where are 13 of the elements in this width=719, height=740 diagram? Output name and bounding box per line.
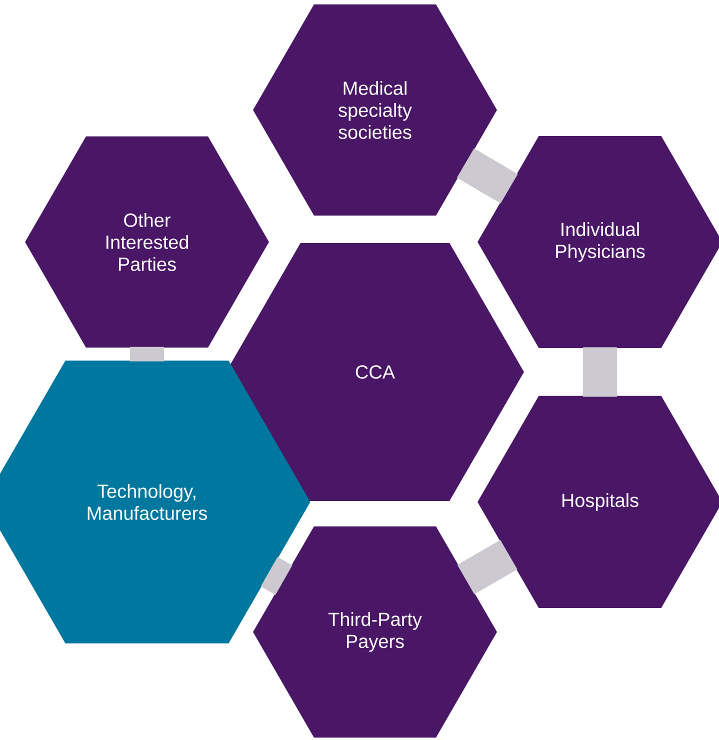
node-label: CCA [356, 365, 395, 379]
hexagon: Other Interested Parties [25, 136, 269, 348]
hexagon: Technology, Manufacturers [0, 360, 310, 644]
connector-band [457, 540, 518, 594]
hexagon: Third-Party Payers [253, 526, 497, 738]
connector-band [130, 346, 164, 362]
hexagon: CCA [226, 242, 524, 502]
hexagon: Individual Physicians [478, 136, 719, 348]
connector-band [260, 556, 292, 595]
hexagon: Hospitals [478, 396, 719, 608]
connector-band [456, 148, 518, 204]
connector-band [583, 347, 618, 397]
hexagon: Medical specialty societies [253, 4, 497, 216]
